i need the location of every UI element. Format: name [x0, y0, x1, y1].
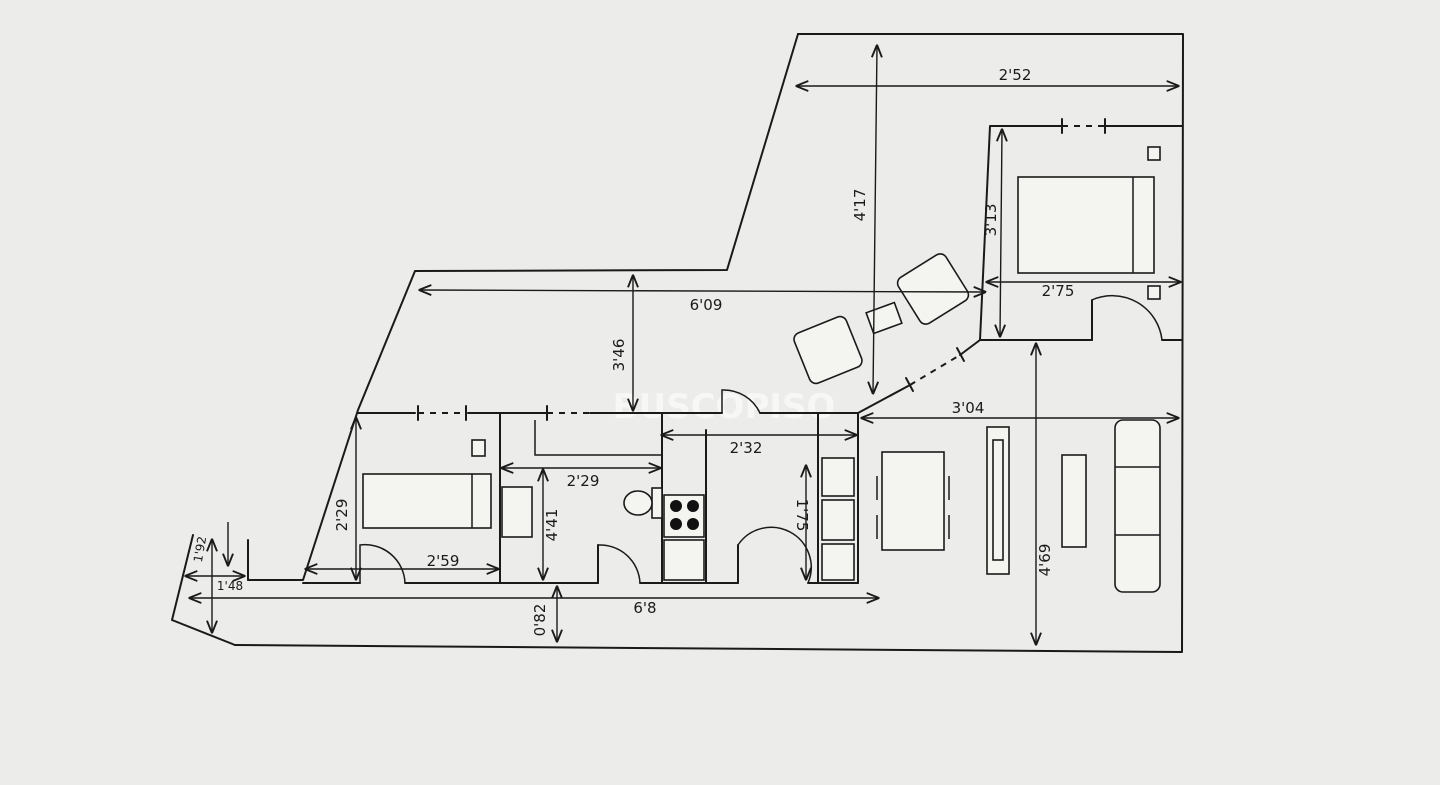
nightstand-bottom: [1147, 285, 1161, 300]
coffee-table: [1061, 454, 1087, 548]
kitchen-sink: [821, 457, 855, 497]
dim-kitchen-width: 2'32: [730, 439, 763, 457]
dim-living-width: 3'04: [952, 399, 985, 417]
dim-bath-width: 2'29: [567, 472, 600, 490]
kitchen-counter: [663, 539, 705, 581]
nightstand: [471, 439, 486, 457]
dim-top-width: 2'52: [999, 66, 1032, 84]
dim-entry-a: 1'92: [191, 535, 209, 563]
dimension-labels: 2'52 4'17 3'13 2'75 6'09 3'46 3'04 2'32 …: [191, 66, 1074, 636]
dim-tower-height: 4'17: [851, 189, 869, 222]
toilet-bowl: [623, 490, 653, 516]
dim-room-height: 2'29: [333, 499, 351, 532]
watermark: BUSCOPISO: [613, 387, 836, 427]
windows: [417, 118, 1106, 421]
dim-entry-b: 1'48: [217, 579, 243, 593]
kitchen-cabinet: [821, 499, 855, 541]
toilet-tank: [651, 487, 663, 519]
single-bed: [362, 473, 492, 529]
dining-table: [881, 451, 945, 551]
dim-total-width: 6'8: [633, 599, 656, 617]
nightstand-top: [1147, 146, 1161, 161]
dim-corridor-height: 3'46: [610, 339, 628, 372]
bath-sink: [501, 486, 533, 538]
dimension-lines: [186, 46, 1180, 644]
dim-kitchen-height: 1'75: [793, 499, 811, 532]
interior-walls: [302, 125, 1183, 584]
side-table: [865, 301, 903, 335]
dim-living-height: 4'69: [1036, 544, 1054, 577]
armchair-left: [793, 315, 863, 385]
dim-room-width: 2'59: [427, 552, 460, 570]
outer-walls: [171, 33, 1184, 653]
dim-bedroom-height: 3'13: [982, 204, 1000, 237]
stove: [663, 494, 705, 538]
double-bed: [1017, 176, 1155, 274]
kitchen-cabinet-2: [821, 543, 855, 581]
dim-terrace-depth: 0'82: [531, 604, 549, 637]
armchair-right: [896, 253, 970, 325]
dim-corridor-length: 6'09: [690, 296, 723, 314]
dim-bath-height: 4'41: [543, 509, 561, 542]
dim-bedroom-width: 2'75: [1042, 282, 1075, 300]
sofa: [1114, 419, 1161, 593]
furniture: [362, 146, 1161, 593]
